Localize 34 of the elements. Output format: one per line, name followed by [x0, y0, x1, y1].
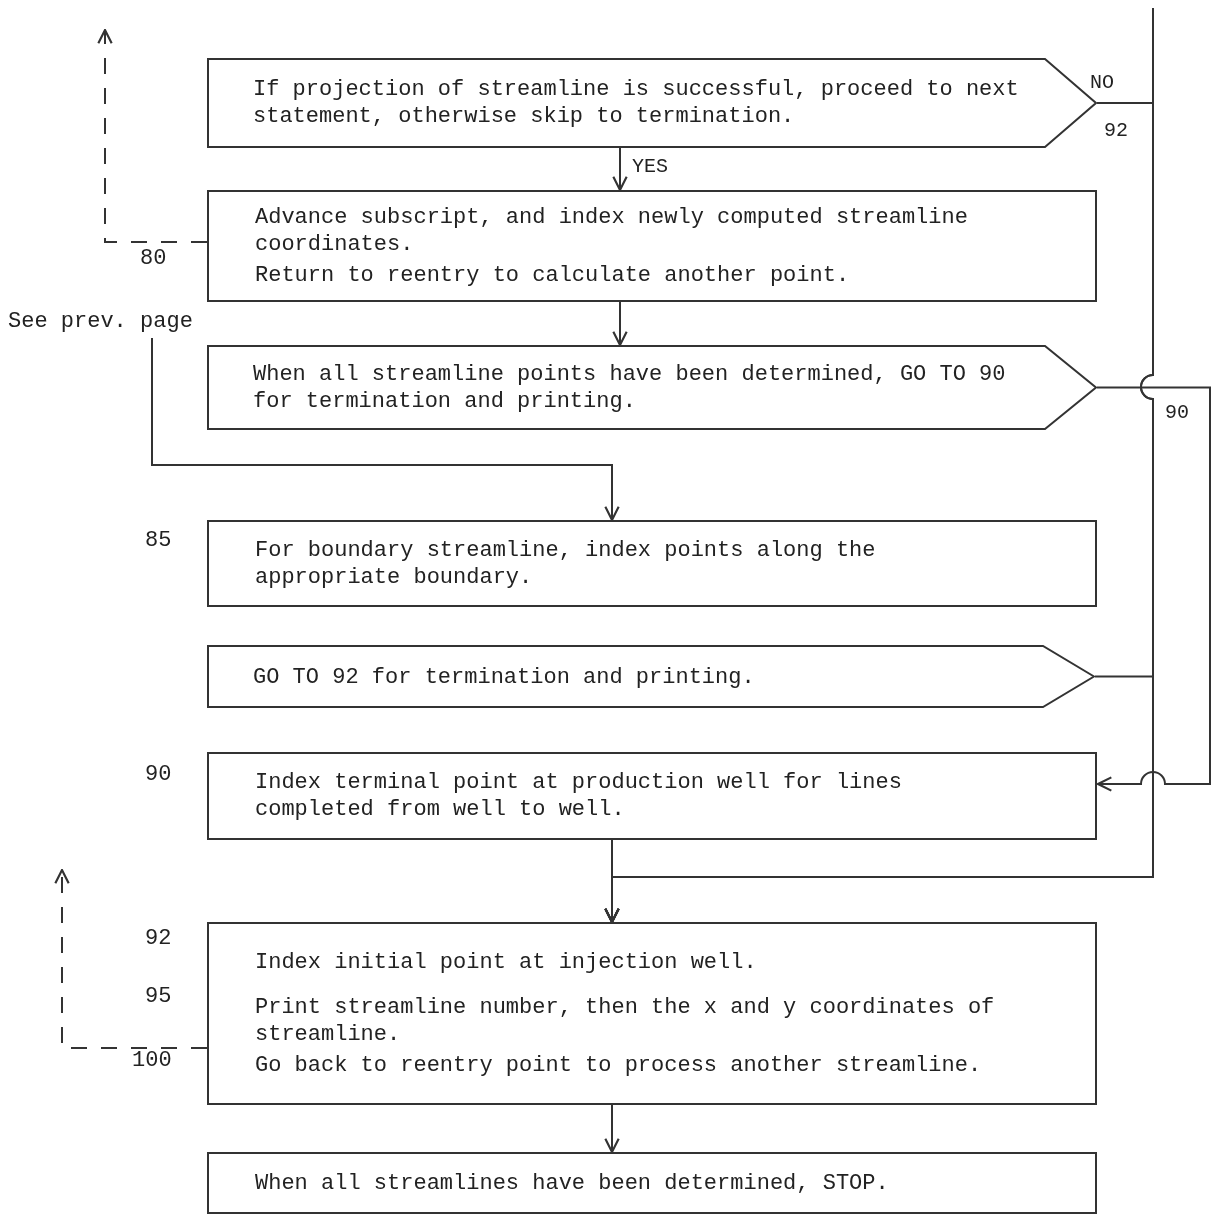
statement-text: Index initial point at injection well.: [255, 948, 758, 976]
statement-number: 85: [145, 528, 172, 554]
arrow: [604, 1104, 620, 1154]
statement-number: 100: [132, 1048, 172, 1074]
arrow: [604, 839, 620, 924]
statement-text: Return to reentry to calculate another point.: [255, 261, 851, 289]
process-box: [207, 752, 1097, 840]
process-box: [207, 190, 1097, 302]
process-box: [207, 922, 1097, 1105]
dashed-arrow: [54, 868, 208, 1049]
statement-number: 80: [140, 246, 167, 272]
statement-text: Print streamline number, then the x and y coordinates of streamline.: [255, 993, 996, 1048]
statement-text: Go back to reentry point to process another streamline.: [255, 1051, 983, 1079]
arrow: [612, 301, 628, 347]
statement-number: 90: [145, 762, 172, 788]
statement-text: If projection of streamline is successful, proceed to next statement, otherwise skip to termination.: [253, 76, 1020, 130]
statement-text: Advance subscript, and index newly computed streamline coordinates.: [255, 203, 969, 258]
statement-text: Index terminal point at production well for lines completed from well to well.: [255, 769, 903, 823]
process-box: [207, 1152, 1097, 1214]
statement-text: When all streamline points have been determined, GO TO 90 for termination and printing.: [253, 360, 1007, 415]
statement-number: 95: [145, 984, 172, 1010]
arrow: [612, 147, 628, 192]
note-text: See prev. page: [8, 308, 218, 338]
process-box: [207, 520, 1097, 607]
statement-text: GO TO 92 for termination and printing.: [253, 663, 756, 690]
statement-text: When all streamlines have been determined, STOP.: [255, 1169, 890, 1197]
statement-number: 92: [145, 926, 172, 952]
branch-box: [207, 645, 1095, 708]
arrow: [1096, 386, 1211, 792]
statement-text: For boundary streamline, index points along the appropriate boundary.: [255, 536, 877, 591]
branch-box: [207, 345, 1097, 430]
dashed-arrow: [97, 28, 208, 243]
arrow: [151, 337, 620, 522]
statement-number: 92: [1104, 118, 1128, 144]
